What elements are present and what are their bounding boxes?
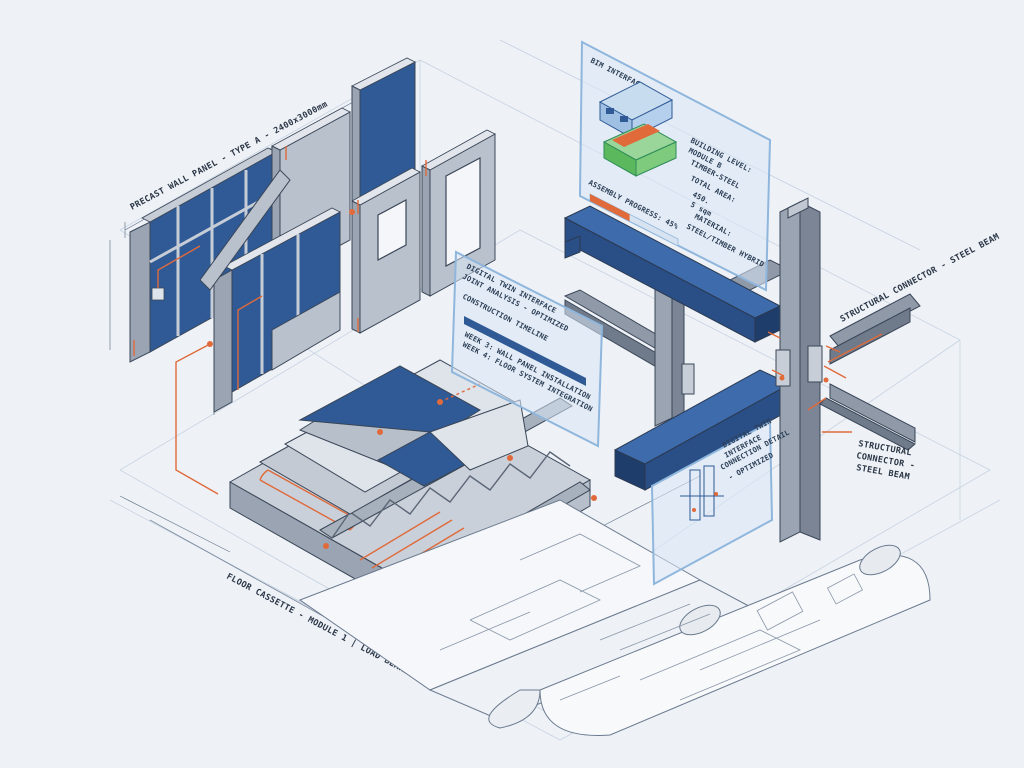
wall-panel-assembly <box>129 57 496 413</box>
steel-beam-structure <box>563 197 921 543</box>
connection-detail-icon <box>680 465 724 521</box>
junction-box-icon <box>151 287 165 301</box>
steel-beam-label-top: STRUCTURAL CONNECTOR - STEEL BEAM <box>839 232 1002 325</box>
building-model-icon <box>598 81 678 177</box>
digital-twin-timeline-panel[interactable]: DIGITAL TWIN INTERFACE JOINT ANALYSIS - … <box>450 250 604 448</box>
bim-interface-panel[interactable]: BIM INTERFACE ASSEMBLY PROGRESS: 45% BUI… <box>578 40 772 292</box>
assembly-progress-bar <box>589 193 679 247</box>
timeline-bar <box>464 316 586 386</box>
blueprint-sheets <box>298 499 931 736</box>
